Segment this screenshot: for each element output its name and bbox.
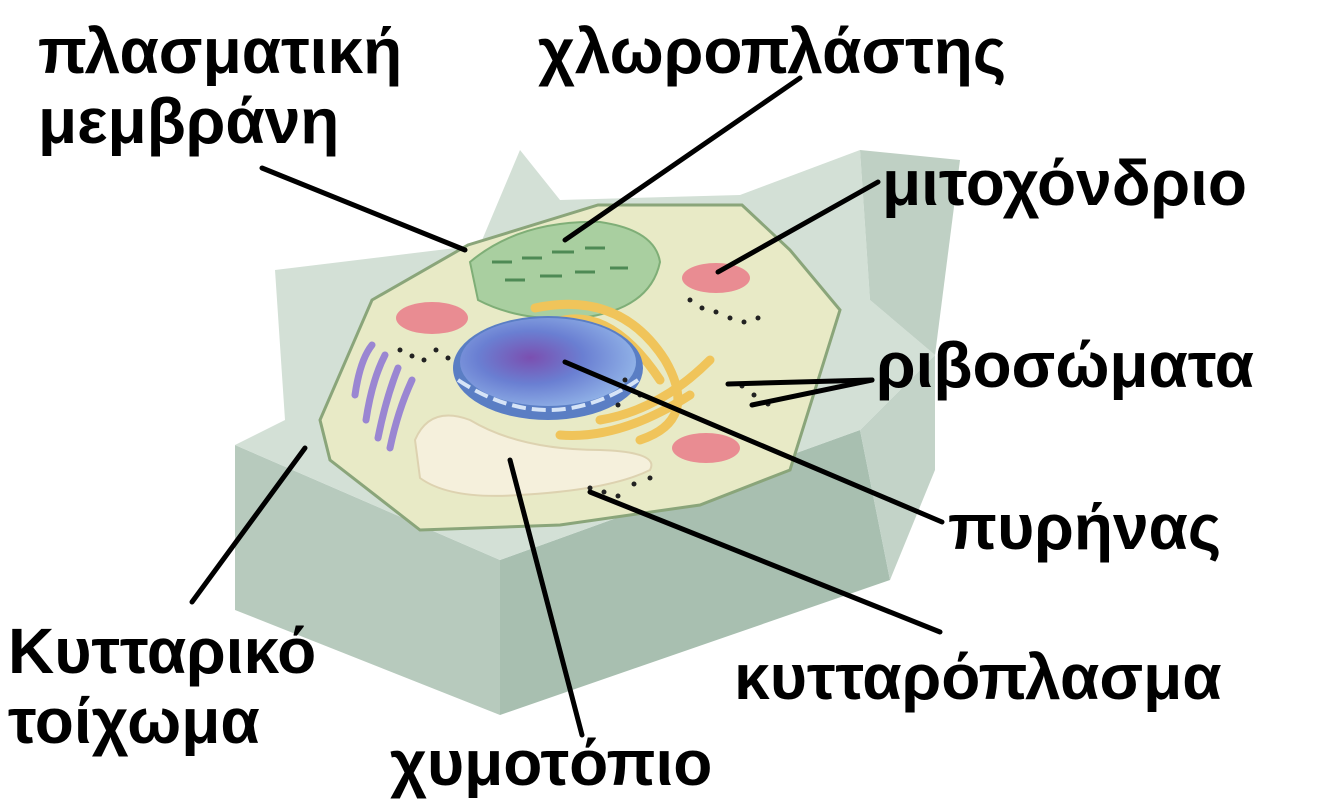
nucleus (453, 316, 643, 420)
label-chloroplast: χλωροπλάστης (538, 16, 1006, 86)
leader-plasma-membrane (262, 168, 465, 250)
label-ribosomes: ριβοσώματα (876, 330, 1254, 400)
label-mitochondrion: μιτοχόνδριο (882, 148, 1247, 218)
label-cell-wall: Κυτταρικό τοίχωμα (8, 616, 316, 756)
label-plasma-membrane: πλασματική μεμβράνη (38, 16, 402, 156)
label-vacuole: χυμοτόπιο (390, 728, 712, 798)
label-nucleus: πυρήνας (948, 492, 1221, 562)
label-cytoplasm: κυτταρόπλασμα (734, 642, 1222, 712)
